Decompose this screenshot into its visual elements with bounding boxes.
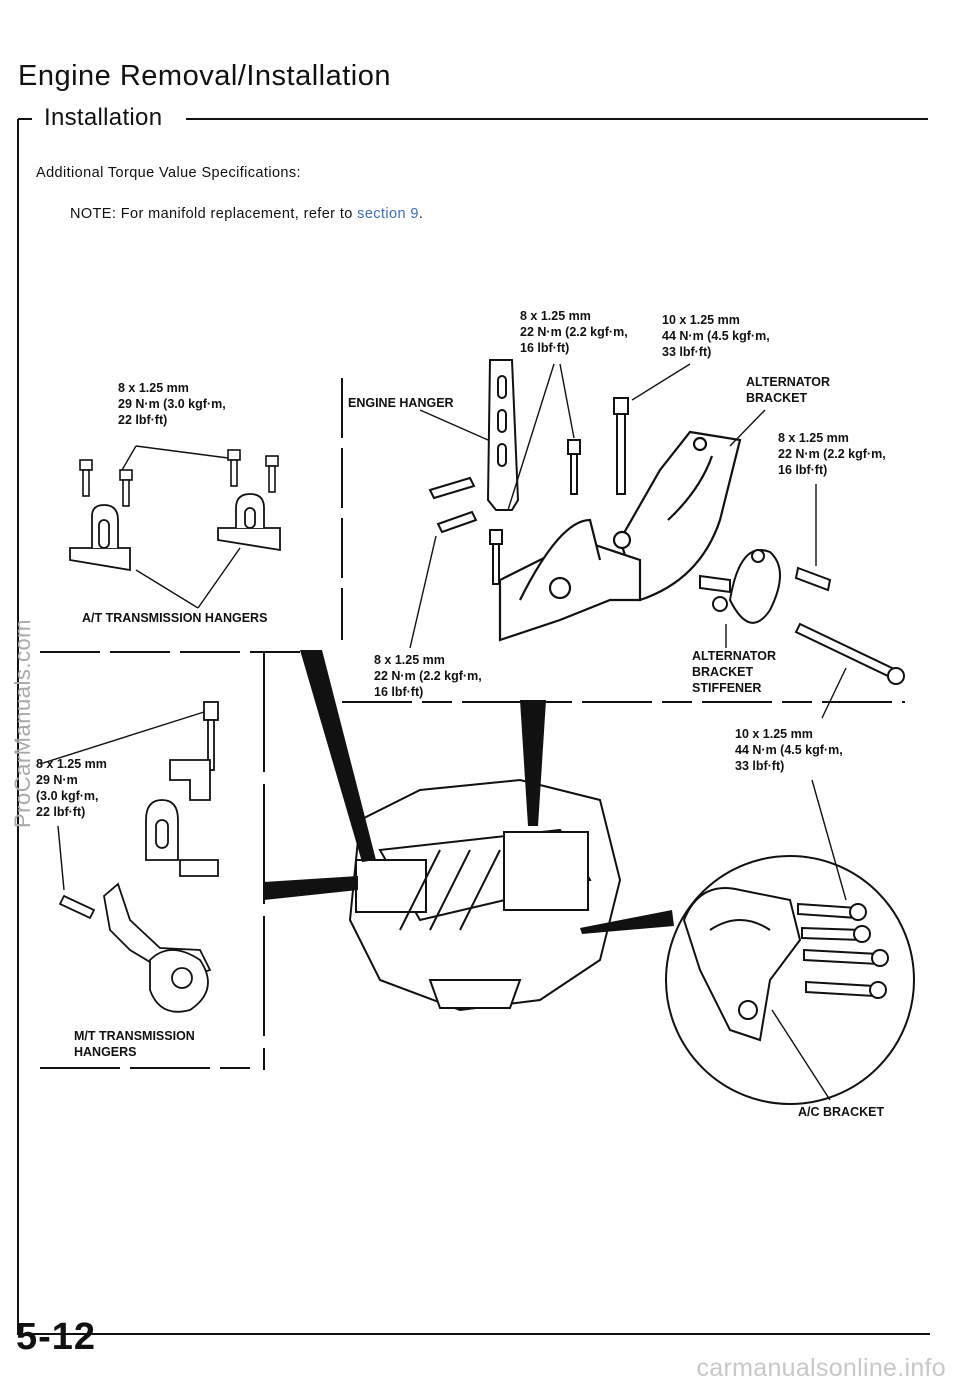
- mt-leaders: [39, 711, 205, 891]
- intro-text: Additional Torque Value Specifications:: [36, 165, 301, 181]
- mt-hangers-label: M/T TRANSMISSION HANGERS: [74, 1029, 195, 1059]
- ac-bolt-spec: 10 x 1.25 mm 44 N·m (4.5 kgf·m, 33 lbf·f…: [735, 727, 843, 773]
- page-title: Engine Removal/Installation: [18, 60, 391, 92]
- stiffener-art: [699, 549, 905, 685]
- at-leaders: [121, 445, 241, 609]
- ac-leaders: [771, 779, 847, 1101]
- footer-watermark: carmanualsonline.info: [696, 1354, 946, 1382]
- alt-stiffener-label: ALTERNATOR BRACKET STIFFENER: [692, 649, 777, 695]
- pointer-wedges: [264, 650, 674, 934]
- note-text: NOTE: For manifold replacement, refer to…: [70, 206, 423, 222]
- at-hangers-art: [69, 493, 281, 572]
- section-heading: Installation: [44, 104, 163, 131]
- alt-bolt-right-spec: 8 x 1.25 mm 22 N·m (2.2 kgf·m, 16 lbf·ft…: [778, 431, 886, 477]
- section-9-link[interactable]: section 9: [357, 206, 419, 222]
- alternator-bracket-label: ALTERNATOR BRACKET: [746, 375, 831, 405]
- engine-hanger-label: ENGINE HANGER: [348, 396, 454, 410]
- engine-block-art: [348, 778, 622, 1012]
- hanger-bolt-top-spec: 8 x 1.25 mm 22 N·m (2.2 kgf·m, 16 lbf·ft…: [520, 309, 628, 355]
- mt-bolt-spec: 8 x 1.25 mm 29 N·m (3.0 kgf·m, 22 lbf·ft…: [36, 757, 107, 819]
- ac-bracket-art: [682, 887, 889, 1042]
- page-number: 5-12: [16, 1316, 97, 1358]
- hanger-bolt-bottom-spec: 8 x 1.25 mm 22 N·m (2.2 kgf·m, 16 lbf·ft…: [374, 653, 482, 699]
- at-bolts: [79, 449, 279, 507]
- engine-hanger-art: [428, 359, 629, 585]
- ac-bracket-label: A/C BRACKET: [798, 1105, 885, 1119]
- at-hangers-label: A/T TRANSMISSION HANGERS: [82, 611, 268, 625]
- note-suffix: .: [418, 206, 424, 222]
- mt-hangers-art: [58, 701, 219, 1013]
- upper-leaders: [409, 363, 847, 719]
- side-watermark: ProCarManuals.com: [10, 618, 35, 828]
- at-bolt-spec: 8 x 1.25 mm 29 N·m (3.0 kgf·m, 22 lbf·ft…: [118, 381, 226, 427]
- alt-bolt-top-spec: 10 x 1.25 mm 44 N·m (4.5 kgf·m, 33 lbf·f…: [662, 313, 770, 359]
- alternator-bracket-art: [498, 430, 742, 642]
- note-prefix: NOTE: For manifold replacement, refer to: [70, 206, 358, 222]
